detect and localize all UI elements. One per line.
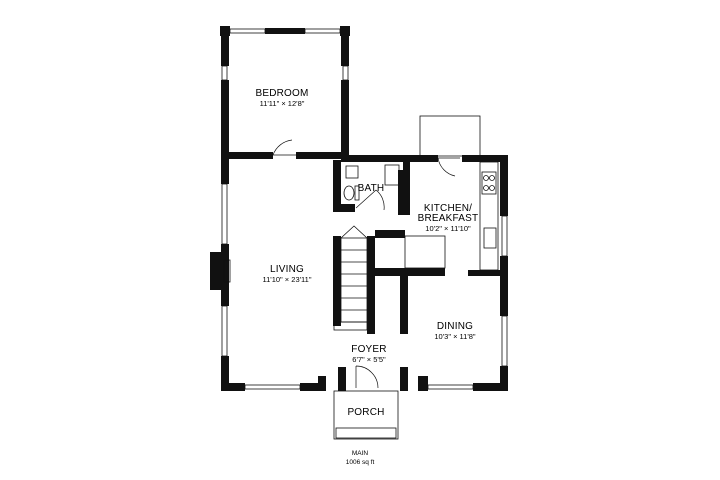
bottom-walls — [221, 367, 508, 391]
dining-dims: 10'3" × 11'8" — [434, 332, 476, 341]
kitchen-dims: 10'2" × 11'10" — [425, 224, 471, 233]
dining-label: DINING — [437, 321, 473, 332]
kitchen-label-line2: BREAKFAST — [418, 213, 479, 224]
bath-door-swing — [355, 189, 385, 211]
kitchen-walls — [403, 115, 508, 271]
kitchen-label-line1: KITCHEN/ — [424, 203, 472, 214]
bath-walls — [333, 155, 405, 215]
living-walls — [210, 159, 231, 390]
bedroom-door-swing — [272, 139, 296, 156]
bedroom-dims: 11'11" × 12'8" — [260, 99, 305, 108]
porch — [333, 390, 399, 440]
bedroom-label: BEDROOM — [255, 88, 308, 99]
back-door-swing — [437, 157, 460, 177]
stairs — [333, 225, 446, 334]
living-dims: 11'10" × 23'11" — [263, 275, 312, 284]
fireplace — [210, 252, 224, 290]
living-label: LIVING — [270, 264, 304, 275]
bath-label: BATH — [358, 183, 385, 194]
area-label: 1006 sq ft — [346, 459, 375, 466]
foyer-dims: 6'7" × 5'5" — [352, 355, 386, 364]
bedroom-walls — [220, 26, 350, 160]
front-door-swing — [355, 365, 379, 389]
porch-label: PORCH — [347, 407, 384, 418]
level-label: MAIN — [352, 450, 369, 457]
right-walls — [468, 156, 508, 391]
foyer-label: FOYER — [351, 344, 386, 355]
